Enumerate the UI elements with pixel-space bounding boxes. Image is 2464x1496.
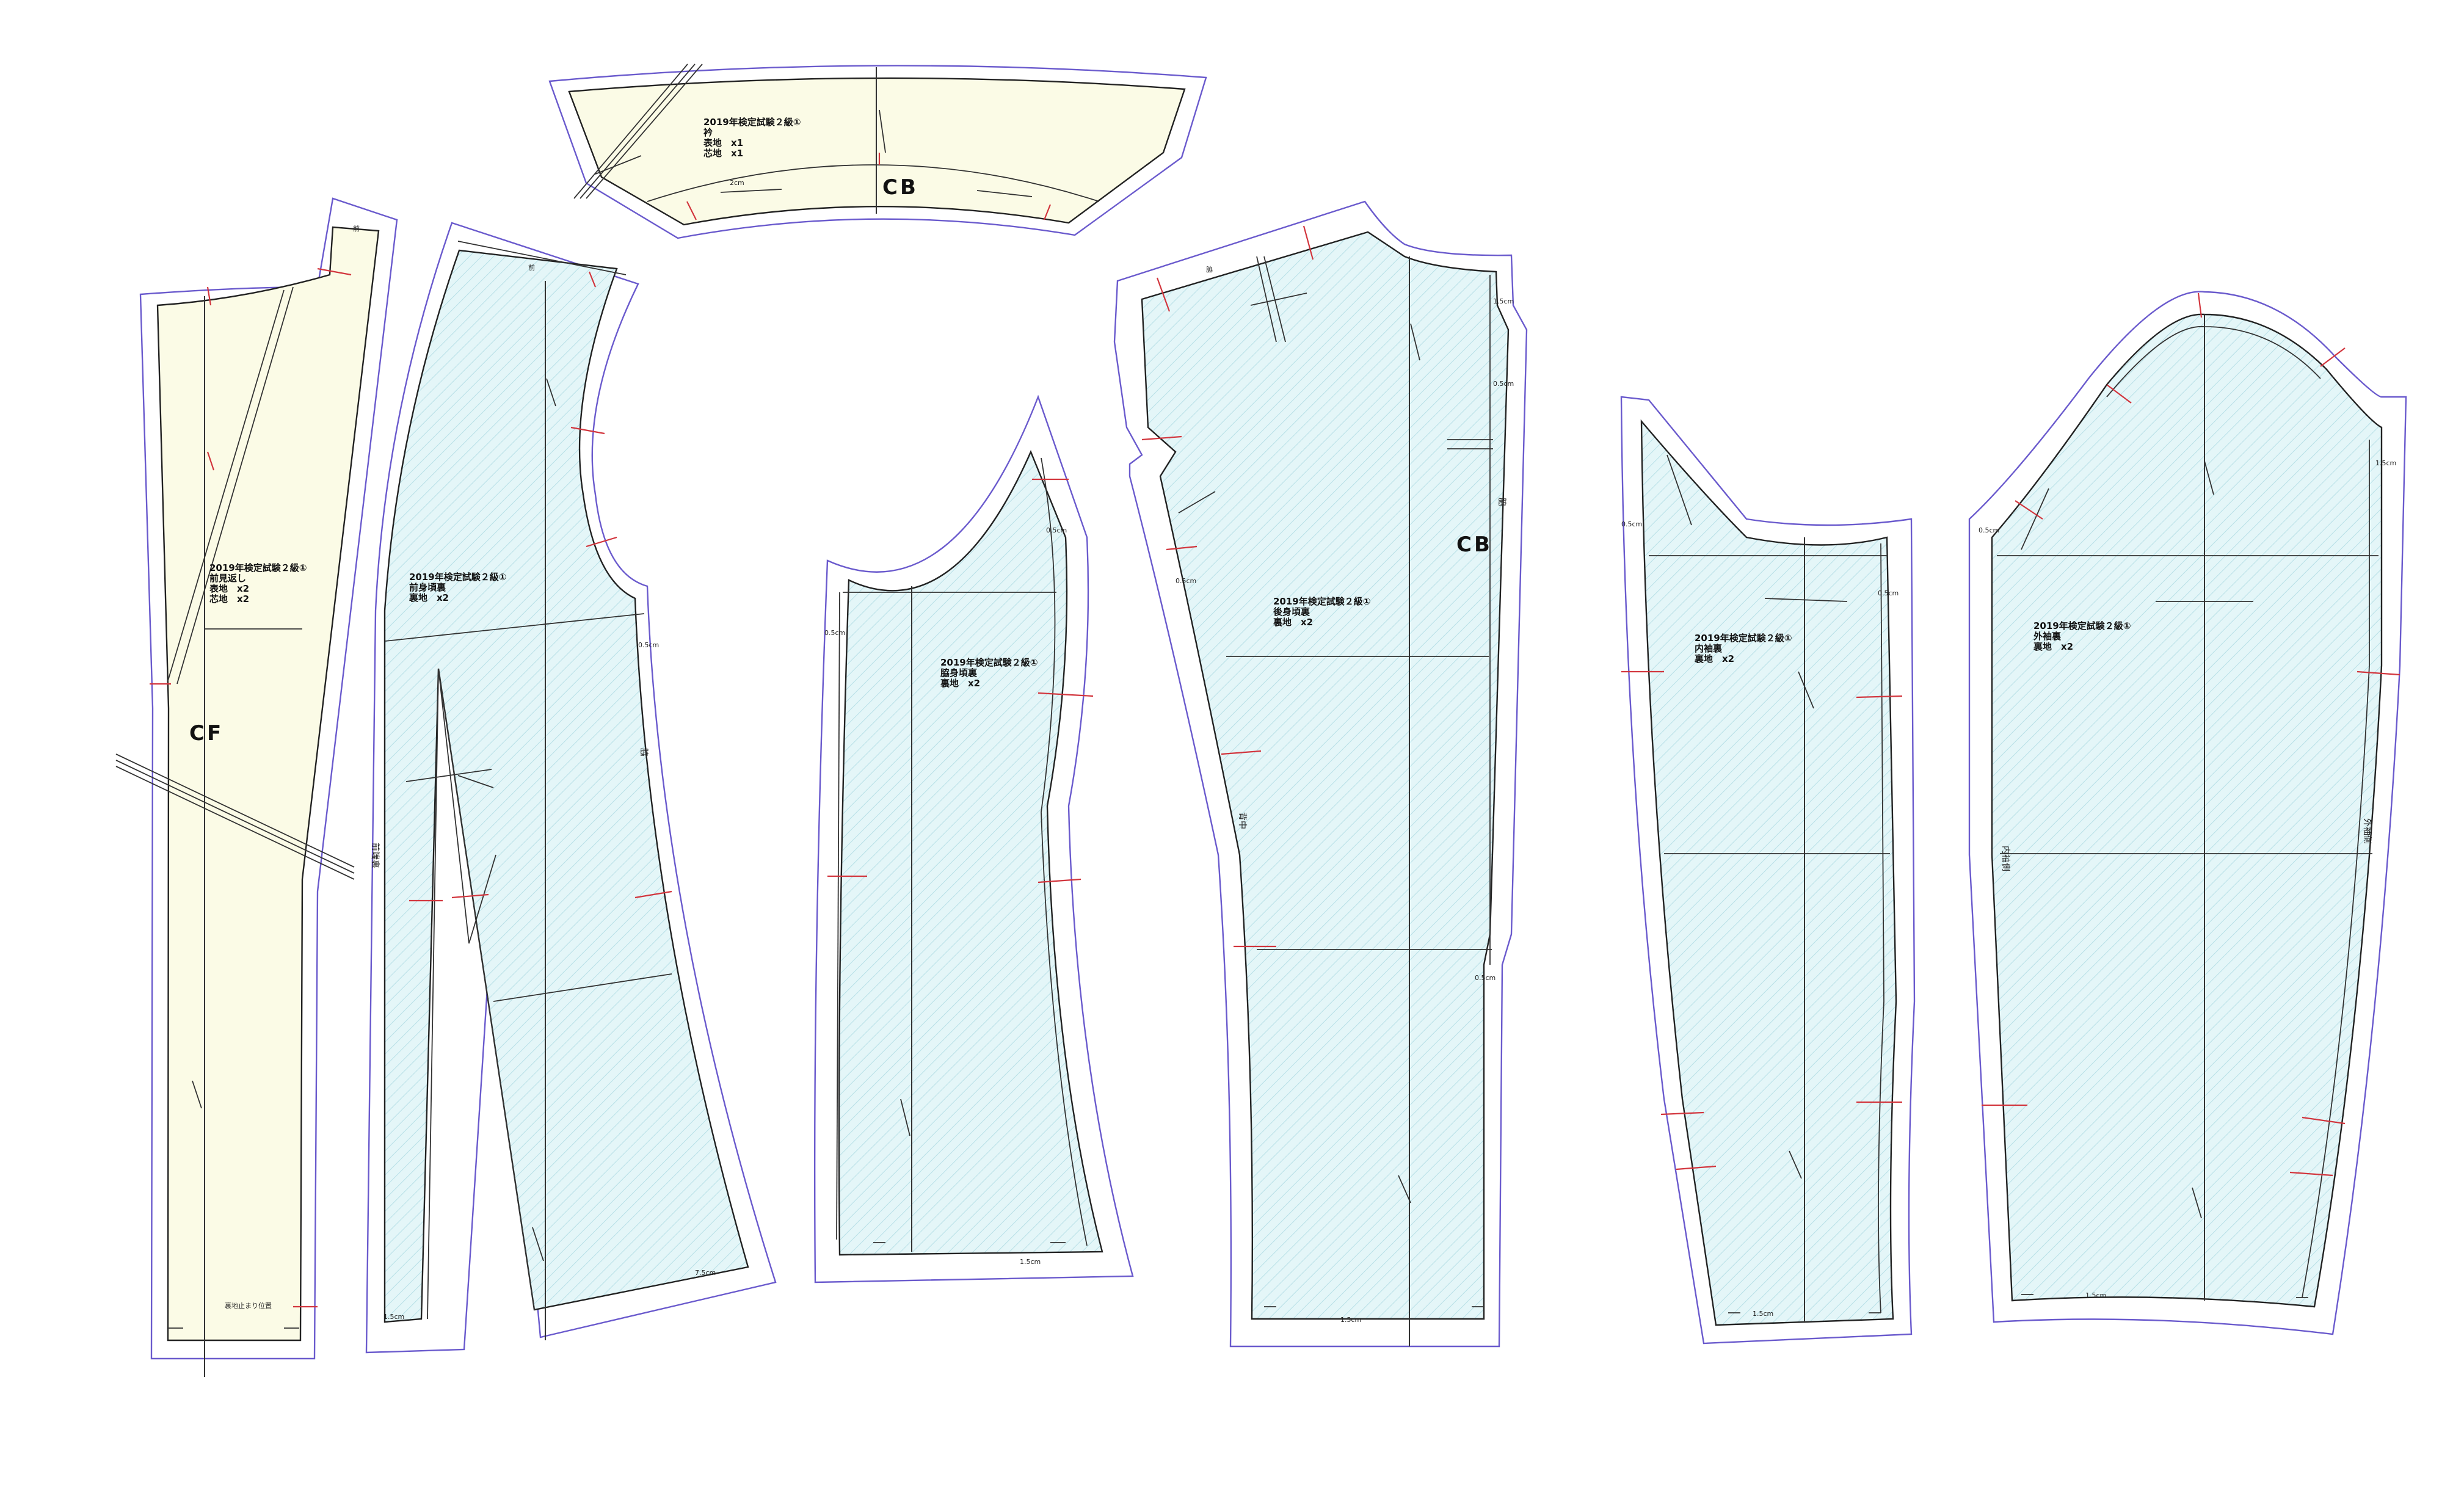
outer-sleeve-side-label-b: 外袖側 bbox=[2362, 818, 2372, 844]
side-lining-info-block: 2019年検定試験２級① 脇身頃裏 裏地 x2 bbox=[940, 657, 1038, 689]
back-lining-allowance-b: 0.5cm bbox=[1493, 380, 1514, 388]
front-lining-piece: 前 2019年検定試験２級① 前身頃裏 裏地 x2 前端裏 脇 0.5cm 1.… bbox=[365, 222, 777, 1354]
facing-fabric-1: 表地 x2 bbox=[209, 583, 249, 594]
front-lining-title: 2019年検定試験２級① bbox=[409, 572, 506, 583]
collar-fabric-2: 芯地 x1 bbox=[703, 148, 743, 159]
inner-sleeve-allowance-b: 0.5cm bbox=[1878, 589, 1899, 597]
outer-sleeve-allowance-b: 1.5cm bbox=[2375, 459, 2396, 467]
back-lining-piece: 脇 2019年検定試験２級① 後身頃裏 裏地 x2 CB 脇 背中 1.5cm … bbox=[1113, 200, 1528, 1348]
outer-sleeve-allowance-hem: 1.5cm bbox=[2085, 1291, 2106, 1299]
inner-sleeve-info-block: 2019年検定試験２級① 内袖裏 裏地 x2 bbox=[1694, 633, 1792, 664]
outer-sleeve-fabric: 裏地 x2 bbox=[2033, 641, 2073, 652]
inner-sleeve-piece-name: 内袖裏 bbox=[1695, 643, 1723, 654]
back-lining-side-label: 背中 bbox=[1237, 812, 1247, 829]
back-lining-allowance-hem: 1.5cm bbox=[1340, 1316, 1361, 1324]
inner-sleeve-allowance-a: 0.5cm bbox=[1621, 520, 1642, 528]
inner-sleeve-piece: 2019年検定試験２級① 内袖裏 裏地 x2 0.5cm 0.5cm 1.5cm bbox=[1620, 396, 1916, 1345]
front-lining-allowance-bottom: 1.5cm bbox=[383, 1313, 404, 1321]
outer-sleeve-piece-name: 外袖裏 bbox=[2033, 631, 2062, 642]
back-lining-allowance-a: 1.5cm bbox=[1493, 297, 1514, 305]
side-lining-piece-name: 脇身頃裏 bbox=[940, 667, 978, 678]
outer-sleeve-side-label-a: 内袖側 bbox=[2001, 846, 2010, 871]
facing-piece-name: 前見返し bbox=[209, 573, 246, 584]
back-lining-allowance-d: 0.5cm bbox=[1475, 974, 1495, 982]
collar-title: 2019年検定試験２級① bbox=[703, 117, 801, 128]
inner-sleeve-allowance-hem: 1.5cm bbox=[1753, 1310, 1773, 1318]
front-lining-side-label-b: 脇 bbox=[639, 748, 649, 757]
back-lining-fabric: 裏地 x2 bbox=[1273, 617, 1313, 628]
outer-sleeve-info-block: 2019年検定試験２級① 外袖裏 裏地 x2 bbox=[2033, 620, 2131, 652]
facing-fabric-2: 芯地 x2 bbox=[209, 594, 249, 605]
back-lining-side-label-b: 脇 bbox=[1497, 498, 1506, 506]
front-facing-piece: 前 2019年検定試験２級① 前見返し 表地 x2 芯地 x2 CF 裏地止まり… bbox=[115, 197, 398, 1377]
collar-piece: 2cm 2019年検定試験２級① 衿 表地 x1 芯地 x1 CB bbox=[548, 64, 1207, 239]
front-lining-fabric: 裏地 x2 bbox=[409, 592, 449, 603]
front-lining-info-block: 2019年検定試験２級① 前身頃裏 裏地 x2 bbox=[409, 572, 506, 603]
side-lining-title: 2019年検定試験２級① bbox=[940, 657, 1038, 668]
back-lining-info-block: 2019年検定試験２級① 後身頃裏 裏地 x2 bbox=[1273, 596, 1370, 628]
side-lining-allowance-a: 0.5cm bbox=[1046, 526, 1067, 534]
collar-piece-name: 衿 bbox=[703, 127, 713, 138]
side-lining-fabric: 裏地 x2 bbox=[940, 678, 980, 689]
facing-cf-mark: CF bbox=[189, 721, 224, 746]
collar-info-block: 2019年検定試験２級① 衿 表地 x1 芯地 x1 bbox=[703, 117, 801, 159]
inner-sleeve-title: 2019年検定試験２級① bbox=[1695, 633, 1792, 644]
side-lining-piece: 2019年検定試験２級① 脇身頃裏 裏地 x2 0.5cm 0.5cm 1.5c… bbox=[813, 394, 1134, 1284]
side-lining-allowance-hem: 1.5cm bbox=[1020, 1258, 1041, 1266]
outer-sleeve-allowance-a: 0.5cm bbox=[1979, 526, 1999, 534]
facing-info-block: 2019年検定試験２級① 前見返し 表地 x2 芯地 x2 bbox=[209, 562, 307, 605]
facing-title: 2019年検定試験２級① bbox=[209, 562, 307, 573]
back-lining-allowance-c: 0.5cm bbox=[1176, 577, 1196, 585]
front-lining-piece-name: 前身頃裏 bbox=[409, 582, 446, 593]
facing-hem-note: 裏地止まり位置 bbox=[225, 1301, 272, 1310]
back-lining-top-mark: 脇 bbox=[1206, 266, 1213, 274]
outer-sleeve-piece: 2019年検定試験２級① 外袖裏 裏地 x2 内袖側 外袖側 0.5cm 1.5… bbox=[1968, 291, 2407, 1335]
collar-cb-mark: CB bbox=[882, 175, 918, 200]
front-lining-allowance-hem: 7.5cm bbox=[695, 1269, 716, 1277]
outer-sleeve-title: 2019年検定試験２級① bbox=[2033, 620, 2131, 631]
facing-top-mark: 前 bbox=[353, 224, 360, 233]
collar-seam-note: 2cm bbox=[730, 179, 744, 187]
back-lining-title: 2019年検定試験２級① bbox=[1273, 596, 1370, 607]
side-lining-allowance-b: 0.5cm bbox=[824, 629, 845, 637]
back-lining-cb-mark: CB bbox=[1456, 532, 1492, 557]
front-lining-top-mark: 前 bbox=[528, 263, 535, 272]
back-lining-piece-name: 後身頃裏 bbox=[1273, 606, 1310, 617]
collar-fabric-1: 表地 x1 bbox=[703, 137, 743, 148]
front-lining-allowance-top: 0.5cm bbox=[638, 641, 659, 649]
inner-sleeve-fabric: 裏地 x2 bbox=[1694, 653, 1734, 664]
front-lining-side-label-a: 前端裏 bbox=[370, 843, 380, 868]
